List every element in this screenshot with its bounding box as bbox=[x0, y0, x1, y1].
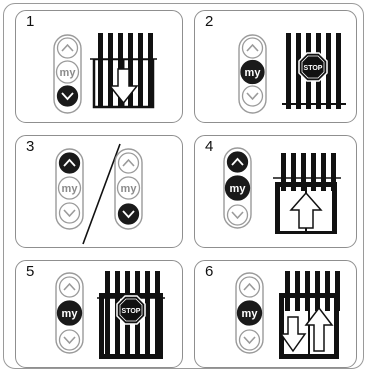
shade-window-icon bbox=[279, 271, 340, 359]
my-label: my bbox=[62, 183, 79, 195]
down-button[interactable] bbox=[240, 330, 260, 350]
step-1-illustration: my bbox=[16, 11, 184, 124]
step-panel-1: 1 my bbox=[15, 10, 183, 123]
up-button[interactable] bbox=[119, 153, 139, 173]
stop-label: STOP bbox=[122, 308, 141, 315]
my-button[interactable]: my bbox=[226, 176, 250, 200]
remote-control-left: my bbox=[56, 149, 83, 229]
down-button[interactable] bbox=[228, 205, 248, 225]
remote-control: my bbox=[224, 148, 251, 228]
up-button[interactable] bbox=[228, 152, 248, 172]
step-5-illustration: my STOP bbox=[16, 261, 184, 369]
step-6-illustration: my bbox=[195, 261, 358, 369]
remote-control: my bbox=[239, 35, 266, 113]
remote-control: my bbox=[56, 273, 83, 353]
my-button[interactable]: my bbox=[118, 177, 140, 199]
step-panel-2: 2 my bbox=[194, 10, 357, 123]
up-button[interactable] bbox=[60, 153, 80, 173]
step-panel-6: 6 my bbox=[194, 260, 357, 368]
my-label: my bbox=[230, 183, 247, 195]
down-button[interactable] bbox=[119, 204, 139, 224]
step-4-illustration: my bbox=[195, 136, 358, 249]
step-panel-5: 5 my bbox=[15, 260, 183, 368]
up-button[interactable] bbox=[60, 277, 80, 297]
up-button[interactable] bbox=[58, 38, 78, 58]
my-button[interactable]: my bbox=[238, 301, 262, 325]
stop-sign-icon: STOP bbox=[299, 53, 327, 81]
down-button[interactable] bbox=[60, 330, 80, 350]
my-button[interactable]: my bbox=[58, 301, 82, 325]
step-2-illustration: my STOP bbox=[195, 11, 358, 124]
my-label: my bbox=[242, 308, 259, 320]
down-button[interactable] bbox=[243, 86, 263, 106]
step-3-illustration: my my bbox=[16, 136, 184, 249]
shade-window-icon bbox=[90, 33, 157, 107]
step-panel-4: 4 my bbox=[194, 135, 357, 248]
my-button[interactable]: my bbox=[57, 61, 79, 83]
my-label: my bbox=[62, 308, 79, 320]
shade-window-icon: STOP bbox=[97, 271, 165, 359]
stop-label: STOP bbox=[304, 65, 323, 72]
step-panel-3: 3 my my bbox=[15, 135, 183, 248]
shade-window-icon bbox=[273, 153, 341, 234]
my-button[interactable]: my bbox=[59, 177, 81, 199]
remote-control-right: my bbox=[115, 149, 142, 229]
stop-sign-icon: STOP bbox=[117, 296, 145, 324]
down-button[interactable] bbox=[60, 203, 80, 223]
up-button[interactable] bbox=[240, 277, 260, 297]
my-label: my bbox=[60, 67, 77, 79]
my-label: my bbox=[121, 183, 138, 195]
remote-control: my bbox=[236, 273, 263, 353]
my-button[interactable]: my bbox=[241, 61, 264, 84]
my-label: my bbox=[245, 67, 262, 79]
shade-window-icon: STOP bbox=[282, 33, 346, 109]
remote-control: my bbox=[54, 35, 81, 113]
down-button[interactable] bbox=[58, 86, 78, 106]
up-button[interactable] bbox=[243, 38, 263, 58]
